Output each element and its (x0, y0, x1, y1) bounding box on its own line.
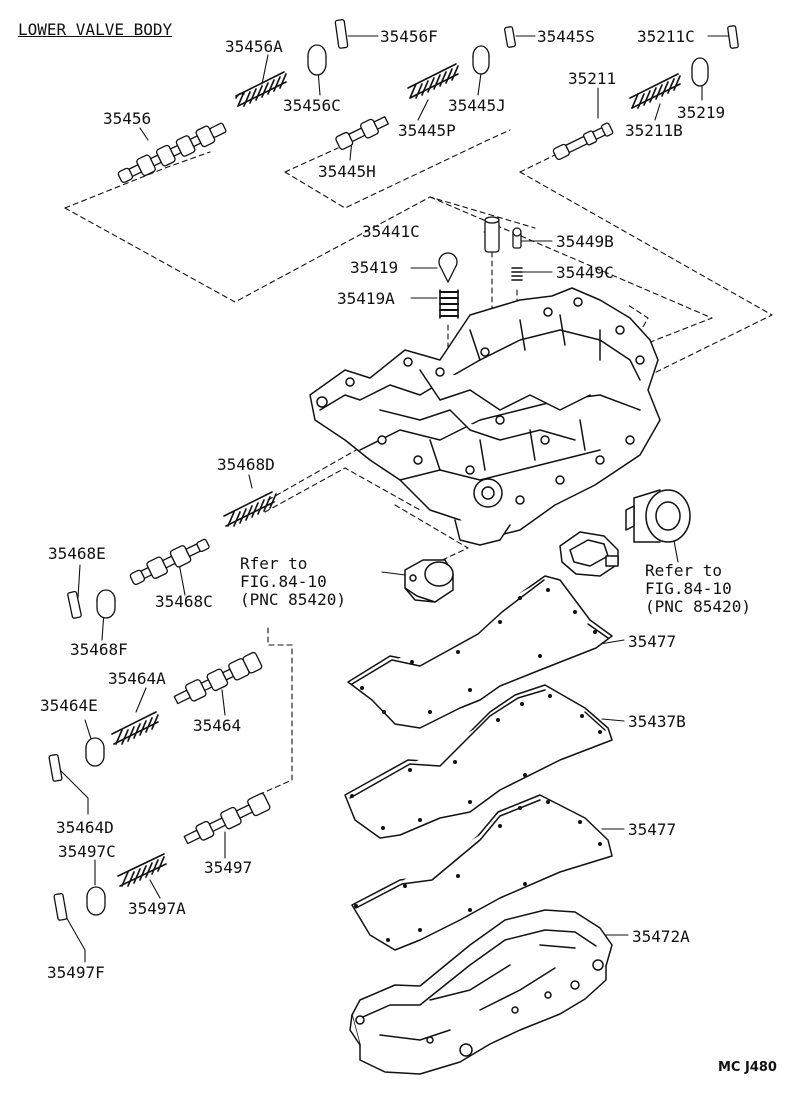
part-label-35211: 35211 (568, 69, 617, 88)
refer-note-right-line3: (PNC 85420) (645, 597, 751, 616)
part-label-35497F: 35497F (47, 963, 105, 982)
refer-note-right-line1: Refer to (645, 561, 723, 580)
part-label-35211C: 35211C (637, 27, 695, 46)
part-label-35468E: 35468E (48, 544, 106, 563)
check-parts (438, 216, 522, 283)
part-label-35468D: 35468D (217, 455, 275, 474)
plugs (85, 44, 709, 916)
part-label-35445H: 35445H (318, 162, 376, 181)
gaskets (344, 575, 613, 951)
valve-spools (117, 116, 614, 845)
refer-note-left-line2: FIG.84-10 (240, 572, 327, 591)
part-label-35445S: 35445S (537, 27, 595, 46)
part-label-35219: 35219 (677, 103, 726, 122)
part-label-35456: 35456 (103, 109, 152, 128)
part-label-35445P: 35445P (398, 121, 456, 140)
springs (111, 63, 681, 887)
part-label-35464A: 35464A (108, 669, 166, 688)
part-label-35456C: 35456C (283, 96, 341, 115)
part-label-35456F: 35456F (380, 27, 438, 46)
part-label-35468F: 35468F (70, 640, 128, 659)
part-label-35477-top: 35477 (628, 632, 677, 651)
part-label-35449B: 35449B (556, 232, 614, 251)
part-label-35456A: 35456A (225, 37, 283, 56)
part-label-35497C: 35497C (58, 842, 116, 861)
part-label-35419A: 35419A (337, 289, 395, 308)
part-label-35419: 35419 (350, 258, 399, 277)
part-label-35464E: 35464E (40, 696, 98, 715)
part-label-35468C: 35468C (155, 592, 213, 611)
part-label-35497: 35497 (204, 858, 253, 877)
solenoids (404, 489, 691, 603)
refer-note-left-line3: (PNC 85420) (240, 590, 346, 609)
part-label-35464D: 35464D (56, 818, 114, 837)
part-label-35497A: 35497A (128, 899, 186, 918)
part-label-35464: 35464 (193, 716, 242, 735)
part-label-35211B: 35211B (625, 121, 683, 140)
part-label-35449C: 35449C (556, 263, 614, 282)
refer-note-right: Refer to FIG.84-10 (PNC 85420) (645, 562, 751, 616)
part-label-35445J: 35445J (448, 96, 506, 115)
refer-note-right-line2: FIG.84-10 (645, 579, 732, 598)
refer-note-left-line1: Rfer to (240, 554, 308, 573)
part-label-35477-bottom: 35477 (628, 820, 677, 839)
valve-body-plate (309, 287, 661, 546)
diagram-title: LOWER VALVE BODY (18, 20, 173, 39)
figure-code: MC J480 (718, 1060, 777, 1075)
part-label-35472A: 35472A (632, 927, 690, 946)
lower-valve-body (349, 909, 613, 1075)
retainer-pins (48, 19, 739, 921)
part-label-35437B: 35437B (628, 712, 686, 731)
refer-note-left: Rfer to FIG.84-10 (PNC 85420) (240, 555, 346, 609)
part-label-35441C: 35441C (362, 222, 420, 241)
